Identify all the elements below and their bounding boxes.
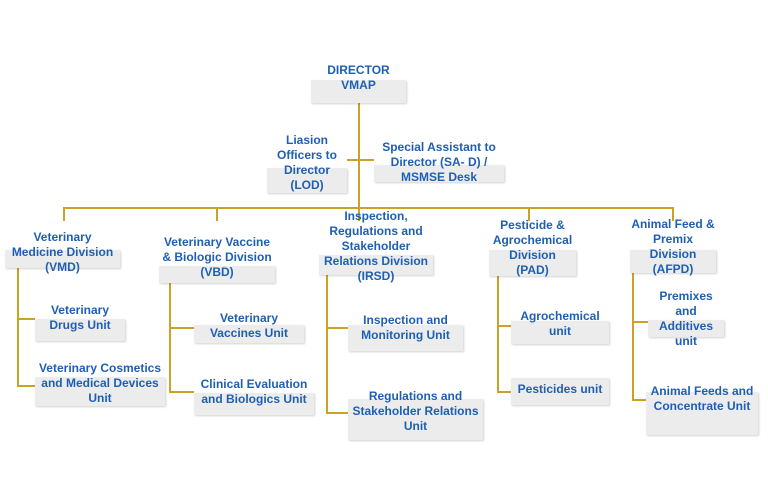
connector-irsd-unit2	[326, 412, 348, 414]
division-vmd-label: Veterinary Medicine Division (VMD)	[11, 230, 114, 274]
connector-division-bus	[63, 207, 674, 209]
connector-irsd-drop	[358, 207, 360, 221]
connector-afpd-drop	[672, 207, 674, 221]
connector-vmd-spine	[17, 268, 19, 387]
connector-pad-unit2	[497, 391, 511, 393]
connector-vbd-spine	[169, 283, 171, 393]
unit-vmd-2-label: Veterinary Cosmetics and Medical Devices…	[38, 361, 162, 405]
division-pad-label: Pesticide & Agrochemical Division (PAD)	[492, 218, 573, 277]
lod-label: Liasion Officers to Director (LOD)	[276, 133, 337, 192]
connector-afpd-unit2	[632, 399, 648, 401]
unit-pad-2-label: Pesticides unit	[517, 382, 603, 396]
division-box-afpd	[630, 250, 716, 273]
division-box-irsd	[319, 255, 433, 275]
connector-afpd-spine	[632, 273, 634, 401]
division-afpd-label: Animal Feed & Premix Division (AFPD)	[631, 217, 715, 276]
connector-director-trunk	[358, 103, 360, 207]
division-irsd-label: Inspection, Regulations and Stakeholder …	[323, 209, 429, 283]
connector-vmd-unit1	[17, 318, 35, 320]
unit-box-pad-1	[511, 321, 609, 344]
division-box-vmd	[5, 250, 120, 268]
connector-afpd-unit1	[632, 321, 648, 323]
unit-irsd-1-label: Inspection and Monitoring Unit	[361, 313, 450, 342]
sa-label: Special Assistant to Director (SA- D) / …	[382, 140, 496, 184]
unit-box-irsd-2	[348, 399, 483, 440]
connector-vbd-unit2	[169, 391, 194, 393]
division-box-vbd	[159, 266, 275, 283]
connector-lod	[347, 159, 358, 161]
connector-pad-spine	[497, 276, 499, 393]
unit-box-pad-2	[511, 378, 609, 405]
unit-vbd-2-label: Clinical Evaluation and Biologics Unit	[200, 377, 308, 406]
unit-irsd-2-label: Regulations and Stakeholder Relations Un…	[352, 389, 479, 433]
connector-sa	[360, 159, 374, 161]
division-box-pad	[489, 250, 576, 276]
connector-irsd-spine	[326, 275, 328, 414]
division-vbd-label: Veterinary Vaccine & Biologic Division (…	[162, 235, 272, 279]
lod-box	[267, 168, 347, 193]
connector-vbd-unit1	[169, 327, 194, 329]
connector-vmd-drop	[63, 207, 65, 221]
connector-vmd-unit2	[17, 385, 35, 387]
unit-vbd-1-label: Veterinary Vaccines Unit	[209, 311, 289, 340]
sa-box	[374, 165, 504, 182]
unit-box-afpd-1	[648, 320, 724, 337]
unit-box-vmd-2	[35, 377, 165, 406]
unit-box-vmd-1	[35, 319, 125, 341]
unit-afpd-2-label: Animal Feeds and Concentrate Unit	[650, 384, 754, 413]
unit-box-vbd-1	[194, 325, 304, 343]
unit-pad-1-label: Agrochemical unit	[520, 309, 600, 338]
connector-vbd-drop	[216, 207, 218, 221]
unit-box-afpd-2	[646, 392, 758, 435]
unit-box-vbd-2	[194, 393, 314, 415]
connector-irsd-unit1	[326, 327, 348, 329]
director-box	[311, 80, 406, 103]
unit-afpd-1-label: Premixes and Additives unit	[658, 289, 713, 348]
connector-pad-drop	[528, 207, 530, 221]
director-label: DIRECTOR VMAP	[327, 63, 390, 92]
unit-vmd-1-label: Veterinary Drugs Unit	[49, 303, 111, 332]
connector-pad-unit1	[497, 325, 511, 327]
unit-box-irsd-1	[348, 325, 463, 351]
